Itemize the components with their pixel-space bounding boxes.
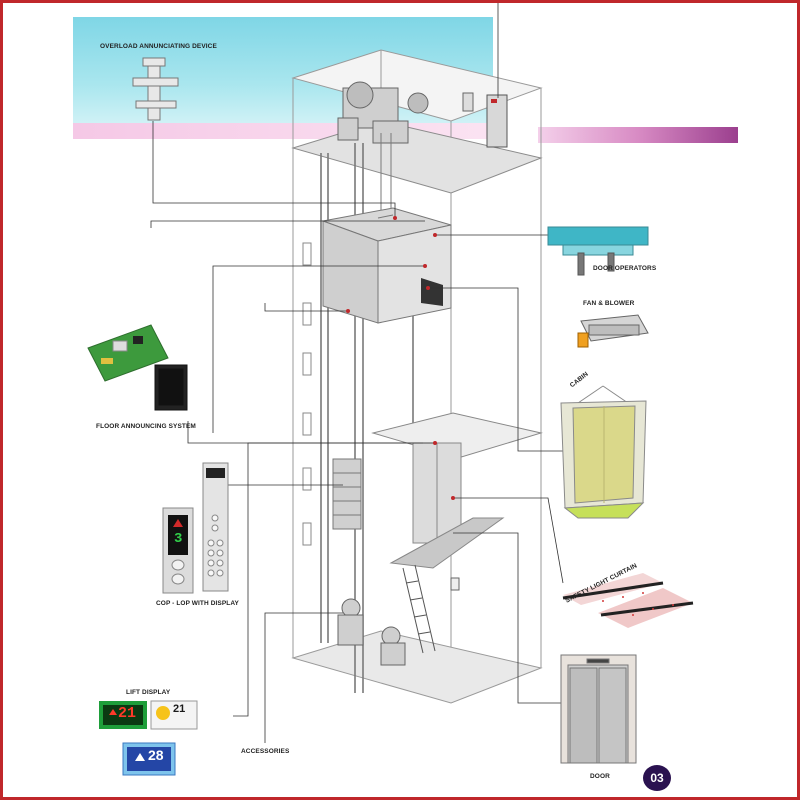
safety-light-curtain xyxy=(562,573,694,628)
cop-panel xyxy=(202,462,229,592)
floor-announcing-label: FLOOR ANNOUNCING SYSTEM xyxy=(96,423,196,430)
lift-display-red xyxy=(99,701,147,729)
landing-floor xyxy=(371,412,543,569)
callout-lines xyxy=(150,3,564,743)
callout-dots xyxy=(346,216,455,500)
red-display-digits: 21 xyxy=(118,705,137,722)
lop-panel xyxy=(162,507,194,594)
door-illustration xyxy=(560,654,637,764)
cop-lop-label: COP - LOP WITH DISPLAY xyxy=(156,600,239,607)
accent-stripe xyxy=(538,127,738,143)
door-label: DOOR xyxy=(590,773,610,780)
lift-display-yellow xyxy=(150,700,198,730)
illustration xyxy=(87,3,694,776)
fan-blower xyxy=(577,314,649,348)
traction-machine xyxy=(337,81,474,144)
counterweight xyxy=(332,458,362,530)
fan-blower-label: FAN & BLOWER xyxy=(583,300,635,307)
door-operators-label: DOOR OPERATORS xyxy=(593,265,657,272)
cabin-illustration xyxy=(560,385,647,519)
lift-display-label: LIFT DISPLAY xyxy=(126,689,171,696)
lift-display-blue xyxy=(122,742,176,776)
pit-ladder xyxy=(402,564,436,654)
overload-device xyxy=(132,57,179,121)
accessories-label: ACCESSORIES xyxy=(241,748,290,755)
cop-display-digit: 3 xyxy=(174,531,183,547)
page-number-badge: 03 xyxy=(643,765,671,791)
controller-cabinet xyxy=(486,94,508,148)
yellow-display-digits: 21 xyxy=(173,703,186,715)
speaker xyxy=(154,364,188,411)
pit-buffers xyxy=(337,577,460,666)
blue-display-digits: 28 xyxy=(148,747,164,763)
floor-announcing-pcb xyxy=(87,324,169,382)
landing-slots xyxy=(302,242,312,546)
elevator-car xyxy=(321,207,452,324)
overload-label: OVERLOAD ANNUNCIATING DEVICE xyxy=(100,43,217,50)
door-operator xyxy=(547,226,649,276)
